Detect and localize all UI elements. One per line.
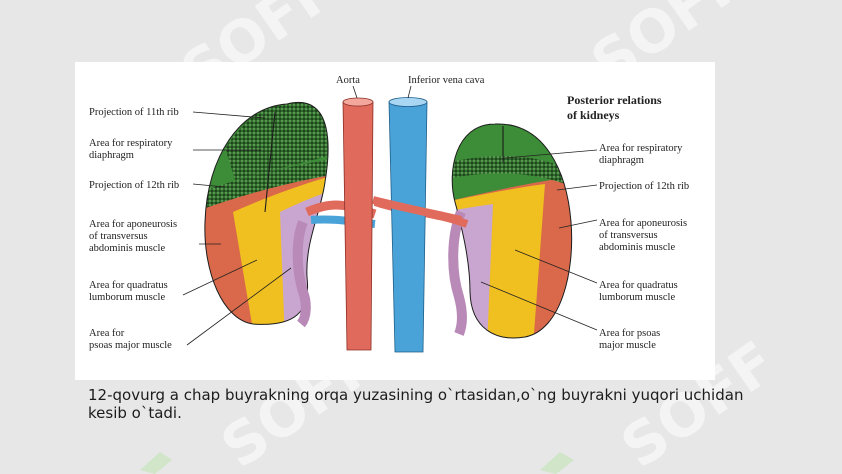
left-leader-lines [182,111,292,346]
aorta-leader [352,85,358,99]
kidney-diagram: Aorta Inferior vena cava Posterior relat… [89,75,689,353]
left-11th-rib-band [225,102,329,180]
ivc-label: Inferior vena cava [408,75,485,86]
left-kidney-outline [204,101,329,325]
right-kidney-outline [451,123,573,339]
inferior-vena-cava [388,101,428,353]
right-leader-lines [480,149,598,331]
left-label-12th-rib: Projection of 12th rib [89,180,179,191]
aorta [342,101,374,351]
left-label-11th-rib: Projection of 11th rib [89,107,179,118]
left-rib-line [264,111,276,213]
right-ureter [448,210,467,336]
figure-title-line1: Posterior relations [567,93,662,107]
right-label-12th-rib: Projection of 12th rib [599,181,689,192]
left-ureter [292,220,311,328]
left-labels: Projection of 11th rib Area for respirat… [89,107,179,351]
ivc-leader [407,85,412,99]
left-12th-rib-band [204,158,329,210]
kidney-relations-figure: Aorta Inferior vena cava Posterior relat… [75,62,715,380]
ivc-opening [388,97,428,107]
right-12th-rib-band [452,155,571,186]
right-renal-artery-front [372,196,462,224]
aorta-opening [342,97,374,107]
figure-title-line2: of kidneys [567,108,620,122]
aorta-label: Aorta [336,75,360,86]
slide-caption: 12-qovurg a chap buyrakning orqa yuzasin… [88,386,744,422]
